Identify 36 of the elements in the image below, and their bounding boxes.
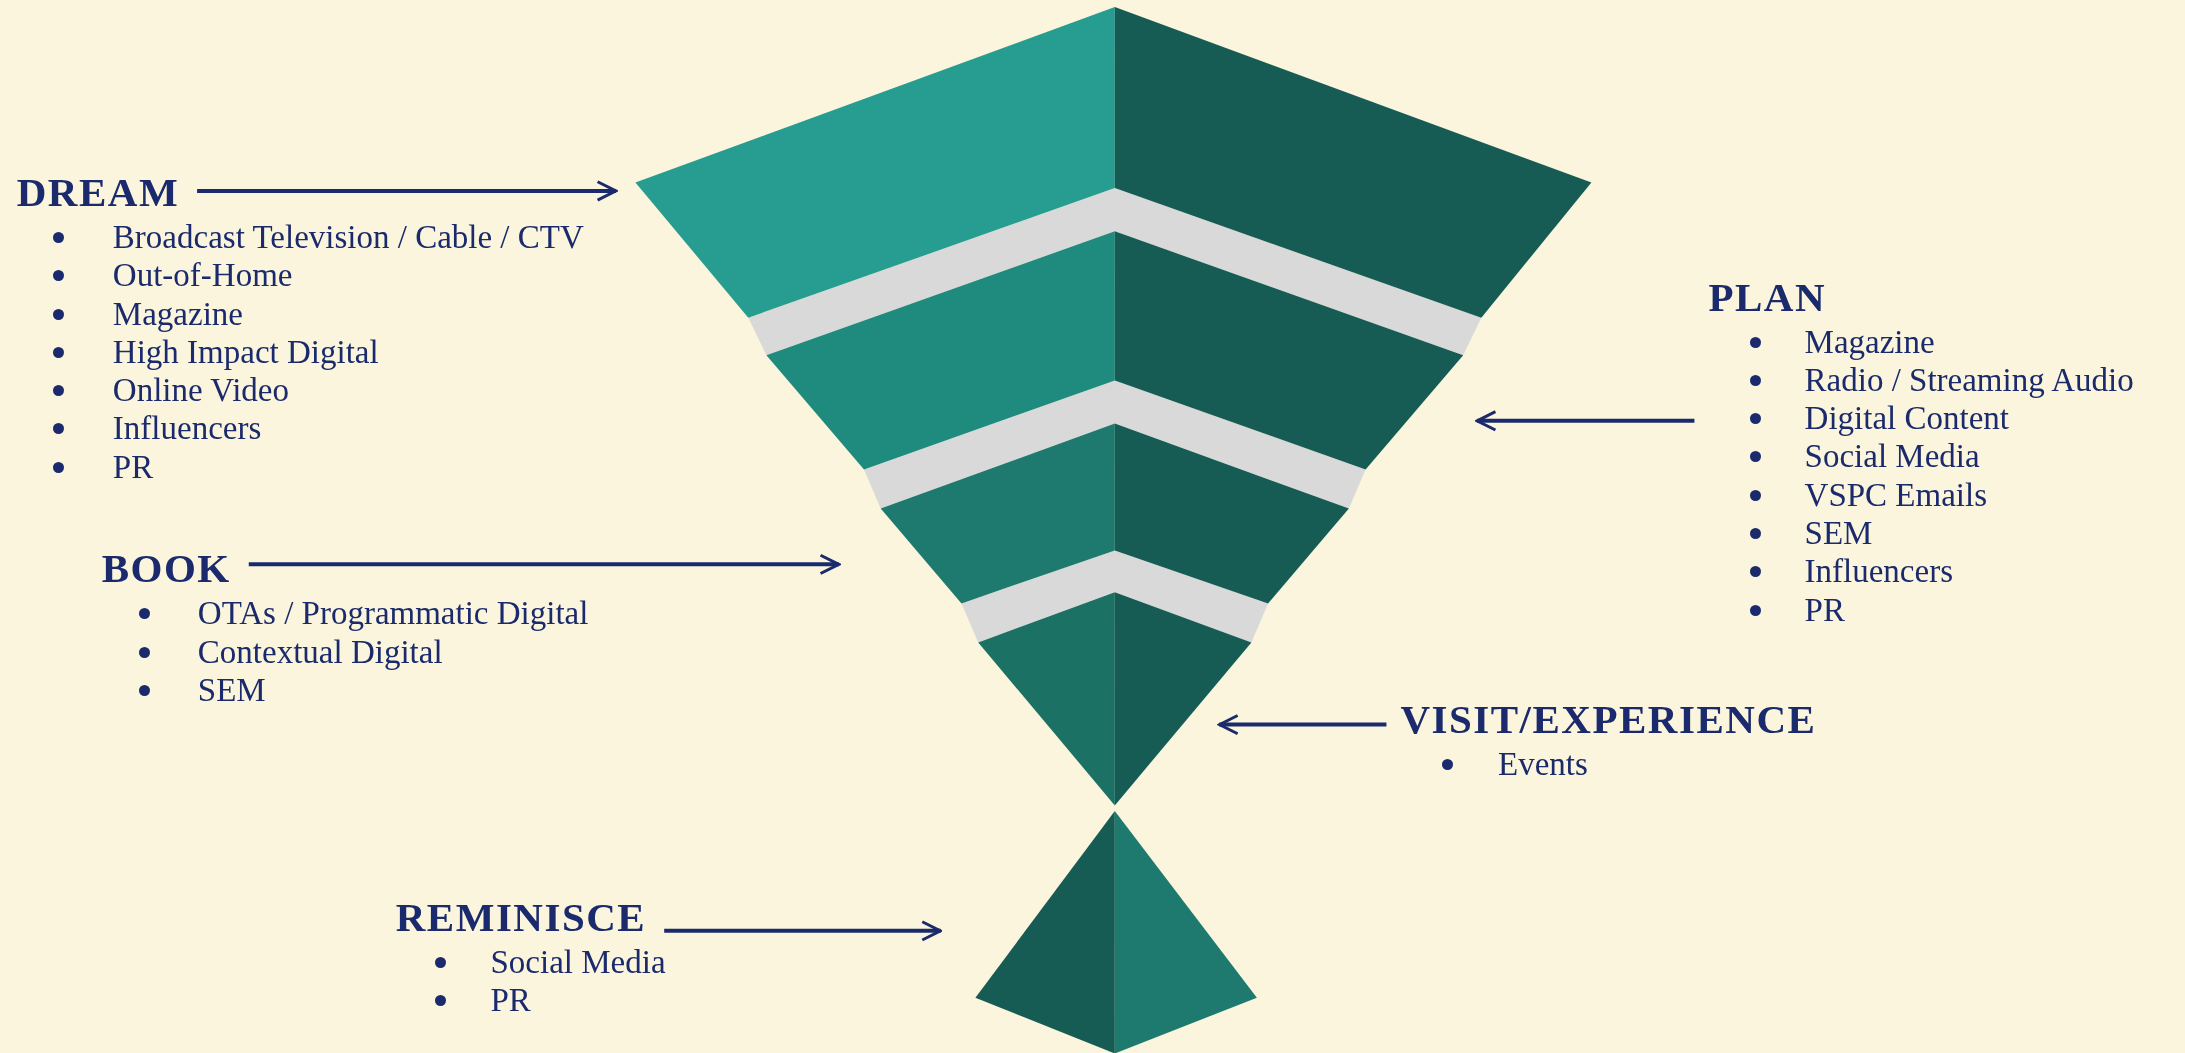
arrow xyxy=(248,553,841,575)
funnel-layer xyxy=(880,423,1349,643)
channel-item: Events xyxy=(1498,745,1588,782)
arrow xyxy=(1475,410,1695,432)
channel-item: Influencers xyxy=(112,410,262,447)
stage-heading: PLAN xyxy=(1708,274,1827,319)
channel-item: Out-of-Home xyxy=(112,257,293,294)
arrow xyxy=(664,920,943,942)
channel-item: SEM xyxy=(1804,515,1873,551)
channel-item: VSPC Emails xyxy=(1804,476,1987,513)
funnel-layer xyxy=(766,231,1464,509)
channel-item: Online Video xyxy=(112,372,289,409)
channel-item: OTAs / Programmatic Digital xyxy=(197,595,589,632)
stage-heading: DREAM xyxy=(16,170,180,214)
channel-item: Social Media xyxy=(1804,438,1980,475)
channel-item: SEM xyxy=(197,671,266,708)
funnel-triangle xyxy=(975,811,1257,1053)
channel-item: PR xyxy=(490,981,531,1018)
funnel-triangle xyxy=(978,592,1252,806)
channel-item: Social Media xyxy=(490,943,666,980)
stage-heading: REMINISCE xyxy=(395,894,647,939)
channel-item: Radio / Streaming Audio xyxy=(1804,361,2134,398)
channel-item: Contextual Digital xyxy=(197,633,443,670)
arrow xyxy=(1217,714,1387,736)
funnel-layer xyxy=(635,7,1592,356)
channel-item: PR xyxy=(112,448,154,485)
channel-item: High Impact Digital xyxy=(112,333,379,370)
arrow xyxy=(197,180,618,202)
channel-item: Influencers xyxy=(1804,553,1953,590)
channel-item: Broadcast Television / Cable / CTV xyxy=(112,219,584,255)
stage-heading: BOOK xyxy=(101,546,231,591)
stage-heading: VISIT/EXPERIENCE xyxy=(1400,696,1817,741)
channel-item: Magazine xyxy=(112,295,243,332)
channel-item: Digital Content xyxy=(1804,400,2009,437)
channel-item: Magazine xyxy=(1804,323,1935,360)
channel-item: PR xyxy=(1804,591,1845,628)
